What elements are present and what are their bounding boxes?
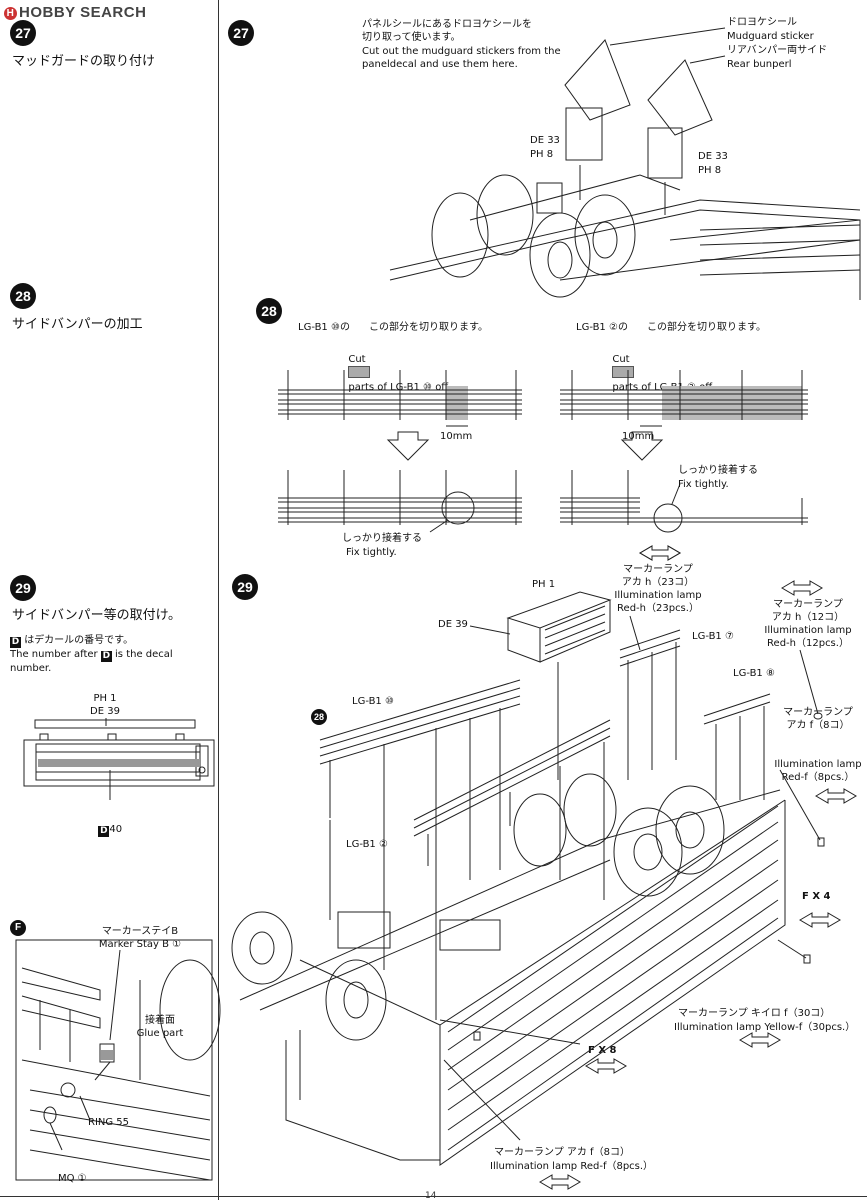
red-f8b-jp: マーカーランプ アカ f（8コ） xyxy=(494,1147,630,1158)
ph1-label: PH 1 xyxy=(532,579,556,590)
de33-left-label: DE 33 xyxy=(530,135,560,146)
left-step29-title: サイドバンパー等の取付け。 xyxy=(12,608,182,623)
bottom-rule xyxy=(0,1196,867,1197)
rear-bumper-jp: リアバンパー両サイド xyxy=(727,45,828,56)
de39-label: DE 39 xyxy=(438,619,468,630)
red-h23-en: Illumination lamp Red-h（23pcs.） xyxy=(614,590,702,614)
glue-part-en: Glue part xyxy=(136,1028,184,1039)
step28-left-en: Cut parts of LG-B1 ⑩ off. xyxy=(348,354,452,393)
left-step27-title: マッドガードの取り付け xyxy=(12,54,156,69)
step27-instruction-en: Cut out the mudguard stickers from the p… xyxy=(362,46,561,70)
red-h23-jp: マーカーランプ アカ h（23コ） xyxy=(621,564,695,588)
step27-instruction-jp: パネルシールにあるドロヨケシールを 切り取って使います。 xyxy=(362,19,532,43)
lgb1-8-label: LG-B1 ⑧ xyxy=(733,668,775,679)
cut-area-swatch xyxy=(348,366,371,378)
step29-number: 29 xyxy=(232,574,258,600)
fix-tightly-left-en: Fix tightly. xyxy=(346,547,397,558)
mudguard-sticker-en: Mudguard sticker xyxy=(727,31,814,42)
lgb1-2-label: LG-B1 ② xyxy=(346,839,388,850)
marker-stay-jp: マーカーステイB xyxy=(101,926,179,937)
page-number: 14 xyxy=(425,1191,437,1201)
rear-bumper-en: Rear bunperl xyxy=(727,59,792,70)
left-step29-number: 29 xyxy=(10,575,36,601)
red-h12-en: Illumination lamp Red-h（12pcs.） xyxy=(764,625,852,649)
fx8-label: F X 8 xyxy=(588,1045,617,1056)
decal-note-en-b: is the decal number. xyxy=(10,649,173,674)
red-f8b-en: Illumination lamp Red-f（8pcs.） xyxy=(490,1161,654,1172)
left-step27-number: 27 xyxy=(10,20,36,46)
decal-ph-label: PH 1 xyxy=(93,693,117,704)
step27-number: 27 xyxy=(228,20,254,46)
logo-mark-icon: H xyxy=(4,7,17,20)
step28-left-jp: LG-B1 ⑩の この部分を切り取ります。 xyxy=(298,322,489,333)
decal-d-icon: D xyxy=(98,826,110,837)
fx4-label: F X 4 xyxy=(802,891,831,902)
decal-d-icon: D xyxy=(100,651,112,662)
left-step28-title: サイドバンパーの加工 xyxy=(12,317,143,332)
yellow-f30-jp: マーカーランプ キイロ f（30コ） xyxy=(678,1008,831,1019)
mq-label: MQ ① xyxy=(58,1173,87,1184)
marker-stay-en: Marker Stay B ① xyxy=(98,939,182,950)
decal-de-label: DE 39 xyxy=(90,706,120,717)
de33-right-label: DE 33 xyxy=(698,151,728,162)
step28-right-jp: LG-B1 ②の この部分を切り取ります。 xyxy=(576,322,767,333)
fix-tightly-left-jp: しっかり接着する xyxy=(342,533,422,544)
fix-tightly-right-en: Fix tightly. xyxy=(678,479,729,490)
ph8-left-label: PH 8 xyxy=(530,149,554,160)
step28-dim-right: 10mm xyxy=(622,431,655,442)
step28-dim-left: 10mm xyxy=(440,431,473,442)
cut-area-swatch xyxy=(612,366,635,378)
yellow-f30-en: Illumination lamp Yellow-f（30pcs.） xyxy=(674,1022,856,1033)
detail-f-badge: F xyxy=(10,920,26,936)
decal-note-en-a: The number after xyxy=(10,649,98,660)
ring-label: RING 55 xyxy=(88,1117,130,1128)
fix-tightly-right-jp: しっかり接着する xyxy=(678,465,758,476)
lgb1-7-label: LG-B1 ⑦ xyxy=(692,631,734,642)
decal-d-icon: D xyxy=(10,637,21,648)
decal-note: D はデカールの番号です。 The number after D is the … xyxy=(10,634,215,676)
red-h12-jp: マーカーランプ アカ h（12コ） xyxy=(771,599,845,623)
ph8-right-label: PH 8 xyxy=(698,165,722,176)
decal-note-jp: はデカールの番号です。 xyxy=(24,635,134,646)
glue-part-jp: 接着面 xyxy=(145,1015,175,1026)
red-f8a-en: Illumination lamp Red-f（8pcs.） xyxy=(774,759,862,783)
sub-step28-badge: 28 xyxy=(311,709,327,725)
mudguard-sticker-jp: ドロヨケシール xyxy=(727,17,797,28)
lgb1-10-label: LG-B1 ⑩ xyxy=(352,696,394,707)
column-divider xyxy=(218,0,219,1200)
left-step28-number: 28 xyxy=(10,283,36,309)
step28-number: 28 xyxy=(256,298,282,324)
